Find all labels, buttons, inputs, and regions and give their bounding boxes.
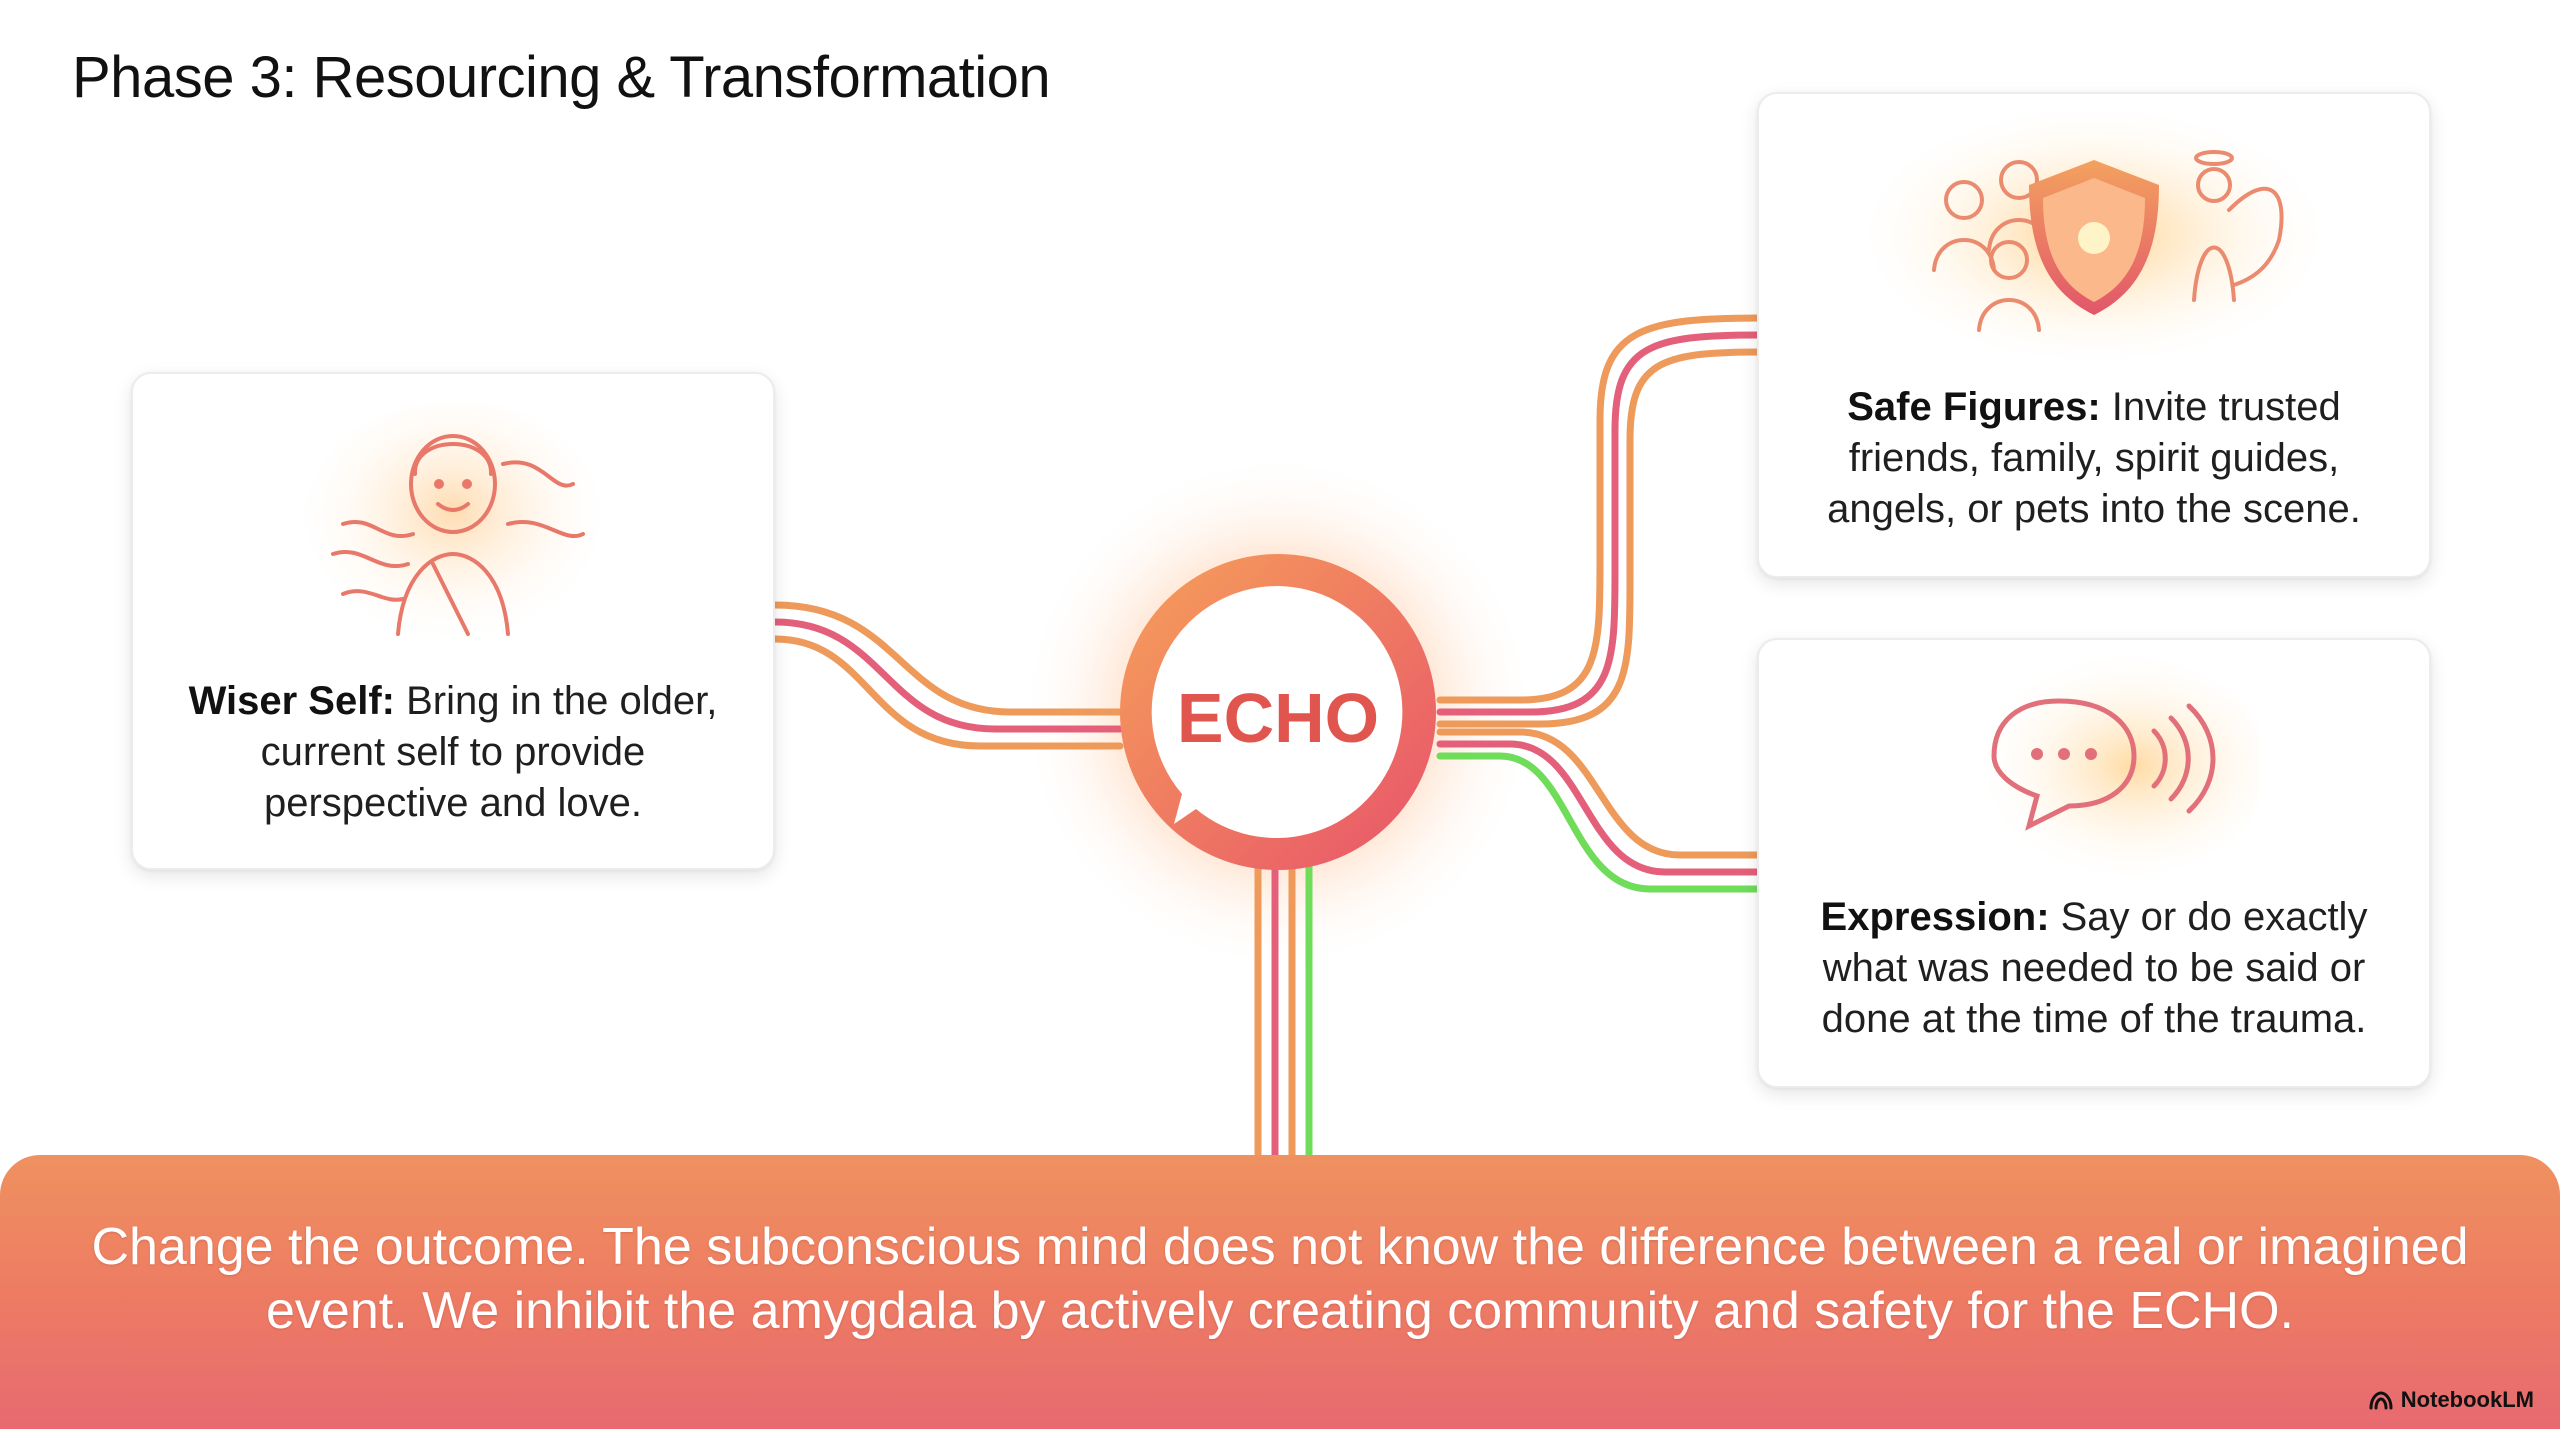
expression-body: Say or do exactly what was needed to be … bbox=[1821, 895, 2368, 1041]
wiser-self-heading: Wiser Self: bbox=[188, 679, 395, 723]
speech-bubble-sound-icon bbox=[1959, 656, 2269, 881]
card-safe-figures: Safe Figures: Invite trusted friends, fa… bbox=[1757, 92, 2431, 578]
safe-figures-heading: Safe Figures: bbox=[1847, 385, 2101, 429]
hub-label: ECHO bbox=[1177, 679, 1379, 757]
card-wiser-self: Wiser Self: Bring in the older, current … bbox=[131, 372, 775, 870]
notebooklm-branding: NotebookLM bbox=[2369, 1387, 2534, 1413]
people-shield-angel-icon bbox=[1869, 110, 2319, 365]
echo-bubble-icon: ECHO bbox=[1120, 554, 1436, 870]
connector-safe-figures bbox=[1436, 314, 1764, 728]
summary-banner-text: Change the outcome. The subconscious min… bbox=[91, 1218, 2469, 1340]
wise-woman-icon bbox=[303, 399, 603, 659]
connector-expression bbox=[1436, 728, 1764, 893]
expression-heading: Expression: bbox=[1820, 895, 2050, 939]
connector-banner bbox=[1254, 836, 1313, 1164]
safe-figures-text: Safe Figures: Invite trusted friends, fa… bbox=[1783, 382, 2405, 535]
brand-label: NotebookLM bbox=[2400, 1387, 2534, 1412]
page-title: Phase 3: Resourcing & Transformation bbox=[72, 45, 1051, 110]
echo-hub: ECHO bbox=[1078, 494, 1478, 934]
wiser-self-text: Wiser Self: Bring in the older, current … bbox=[157, 676, 749, 829]
summary-banner: Change the outcome. The subconscious min… bbox=[0, 1155, 2560, 1429]
safe-figures-body: Invite trusted friends, family, spirit g… bbox=[1827, 385, 2361, 531]
expression-text: Expression: Say or do exactly what was n… bbox=[1783, 892, 2405, 1045]
card-expression: Expression: Say or do exactly what was n… bbox=[1757, 638, 2431, 1088]
wiser-self-body: Bring in the older, current self to prov… bbox=[260, 679, 718, 825]
connector-wiser-self bbox=[771, 601, 1124, 750]
notebooklm-logo-icon bbox=[2369, 1391, 2393, 1410]
